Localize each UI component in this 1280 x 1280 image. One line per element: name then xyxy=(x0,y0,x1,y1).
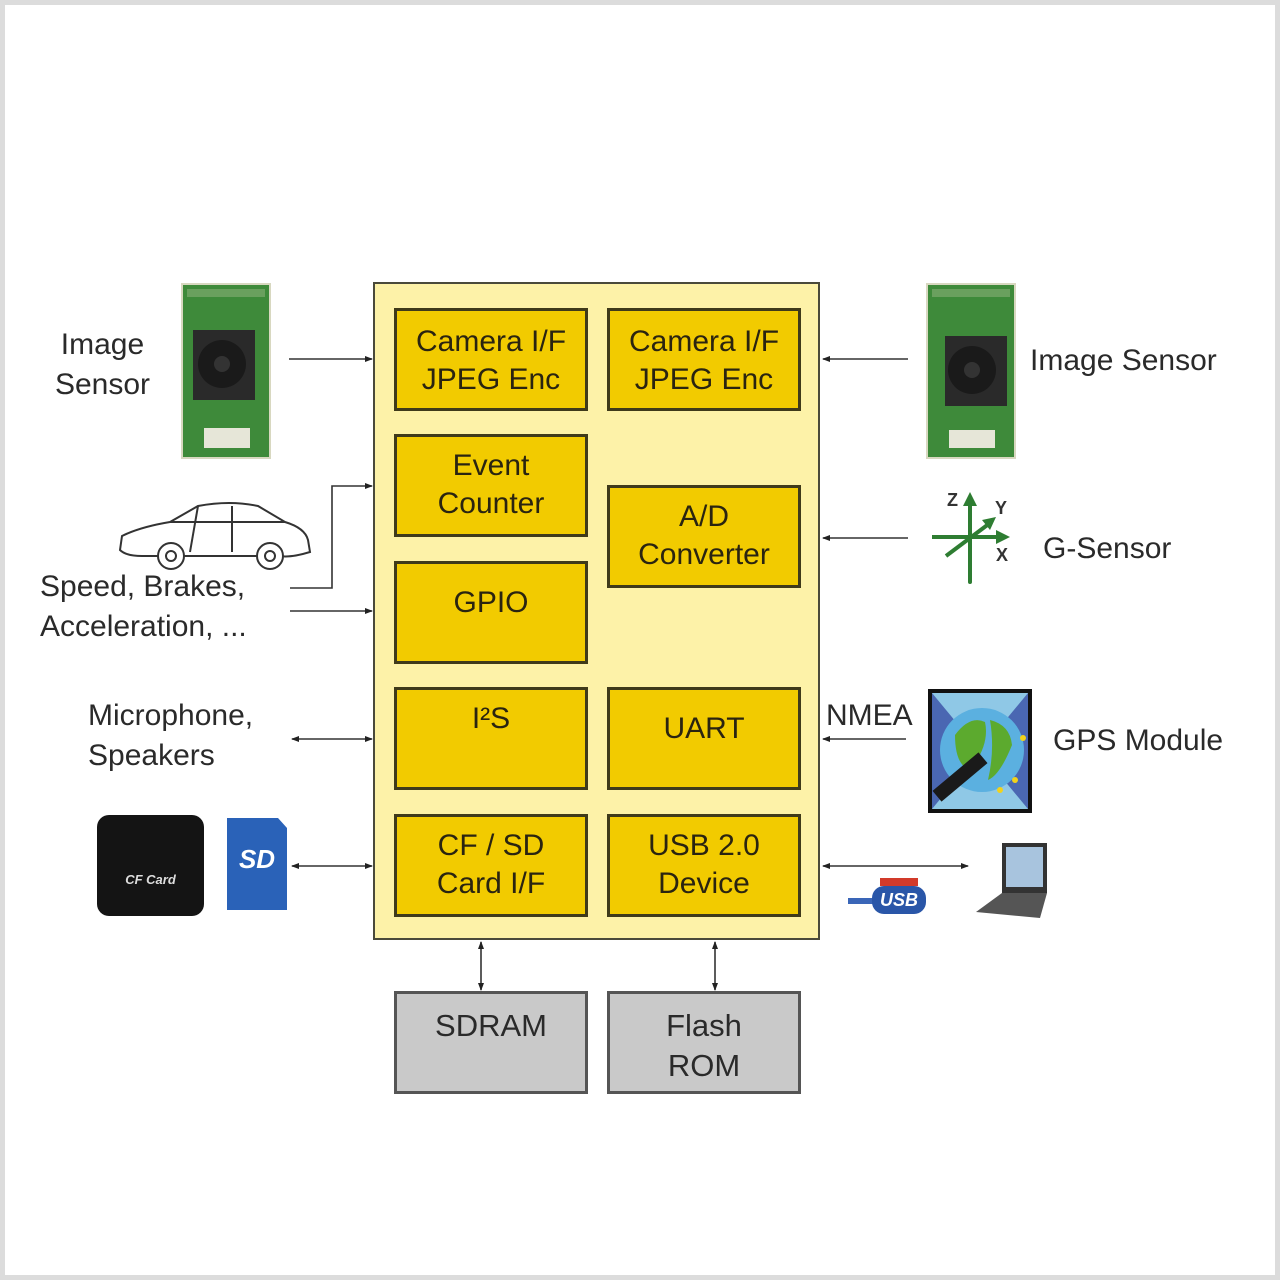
block-label: Camera I/F xyxy=(628,325,780,358)
sdram-block: SDRAM xyxy=(394,991,588,1094)
sd-card-label: SD xyxy=(238,844,276,874)
vehicle-event-arrow xyxy=(290,483,373,589)
sd-card-icon xyxy=(227,818,287,910)
block-label: I²S xyxy=(471,702,511,735)
camera-if-jpeg-enc-left-block: Camera I/F JPEG Enc xyxy=(394,308,588,411)
usb-device-block: USB 2.0 Device xyxy=(607,814,801,917)
cf-card-label: CF Card xyxy=(125,872,176,887)
uart-block: UART xyxy=(607,687,801,790)
block-label: USB 2.0 xyxy=(648,829,760,862)
laptop-icon xyxy=(976,843,1047,918)
image-sensor-right-label: Image Sensor xyxy=(1030,344,1217,377)
g-sensor-axes-icon xyxy=(932,492,1010,584)
label-line: Sensor xyxy=(54,368,151,401)
usb-logo-icon xyxy=(848,878,926,914)
block-label: Converter xyxy=(638,538,770,571)
ad-converter-block: A/D Converter xyxy=(607,485,801,588)
label-line: Speakers xyxy=(88,739,215,772)
block-label: Counter xyxy=(437,487,545,520)
block-label: GPIO xyxy=(453,586,529,619)
block-label: JPEG Enc xyxy=(634,363,774,396)
g-sensor-axis-y: Y xyxy=(995,498,1008,518)
camera-if-jpeg-enc-right-block: Camera I/F JPEG Enc xyxy=(607,308,801,411)
label-line: Image xyxy=(60,328,145,361)
gps-module-label: GPS Module xyxy=(1053,724,1224,757)
g-sensor-axis-z: Z xyxy=(947,490,958,510)
image-sensor-left-label: Image Sensor xyxy=(40,325,165,405)
block-label: Device xyxy=(658,867,750,900)
block-label: JPEG Enc xyxy=(421,363,561,396)
audio-label: Microphone, Speakers xyxy=(88,696,253,776)
block-label: Camera I/F xyxy=(415,325,567,358)
usb-logo-label: USB xyxy=(879,890,918,910)
g-sensor-label: G-Sensor xyxy=(1043,532,1172,565)
event-counter-block: Event Counter xyxy=(394,434,588,537)
block-label: Card I/F xyxy=(436,867,546,900)
block-label: A/D xyxy=(678,500,729,533)
block-label: CF / SD xyxy=(437,829,545,862)
i2s-block: I²S xyxy=(394,687,588,790)
image-sensor-left-icon xyxy=(181,283,271,459)
cf-sd-card-if-block: CF / SD Card I/F xyxy=(394,814,588,917)
vehicle-signals-label: Speed, Brakes, Acceleration, ... xyxy=(40,567,247,647)
block-label: Flash xyxy=(666,1008,742,1043)
image-sensor-right-icon xyxy=(926,283,1016,459)
car-icon xyxy=(118,502,312,570)
block-label: Event xyxy=(452,449,530,482)
gpio-block: GPIO xyxy=(394,561,588,664)
block-label: UART xyxy=(663,712,745,745)
label-line: Acceleration, ... xyxy=(40,610,247,643)
label-line: Microphone, xyxy=(88,699,254,732)
block-label: ROM xyxy=(667,1048,741,1083)
gps-module-icon xyxy=(928,689,1032,813)
g-sensor-axis-x: X xyxy=(996,545,1009,565)
flash-rom-block: Flash ROM xyxy=(607,991,801,1094)
block-label: SDRAM xyxy=(435,1008,547,1043)
nmea-label: NMEA xyxy=(826,699,913,732)
label-line: Speed, Brakes, xyxy=(40,570,246,603)
cf-card-icon xyxy=(97,815,204,916)
